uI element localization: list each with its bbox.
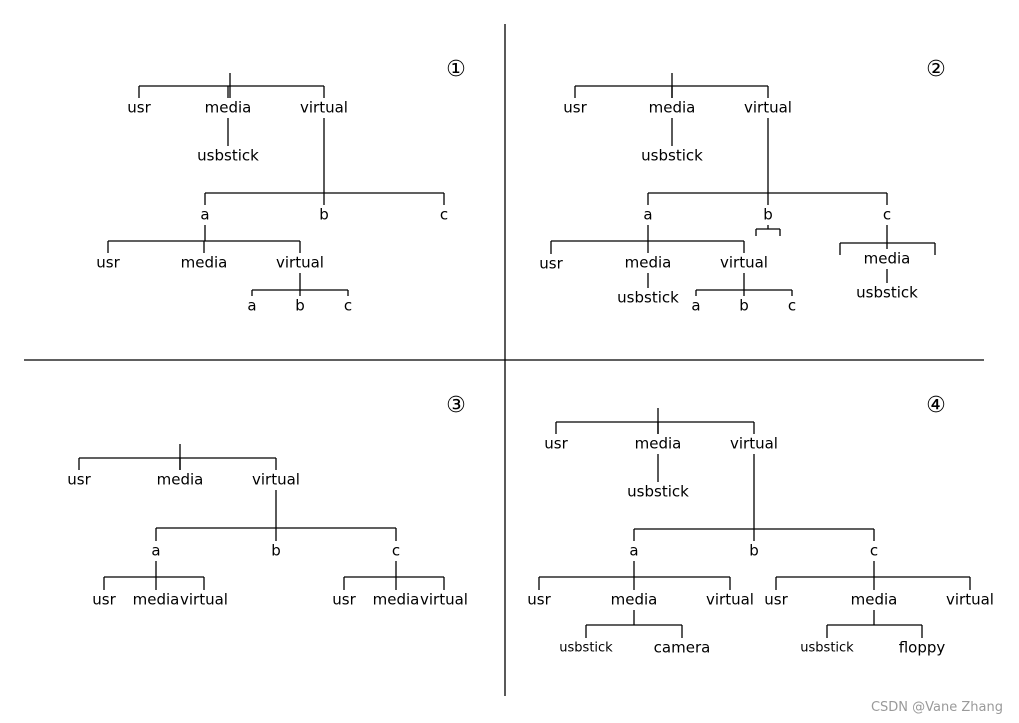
node-a: a	[643, 206, 652, 224]
node-a-usr: usr	[96, 254, 120, 272]
node-b: b	[319, 206, 329, 224]
node-av-a: a	[691, 297, 700, 315]
node-usbstick: usbstick	[197, 147, 259, 165]
node-media: media	[635, 435, 682, 453]
node-a-virtual: virtual	[180, 591, 228, 609]
node-cm-usbstick: usbstick	[856, 284, 918, 302]
node-media: media	[649, 99, 696, 117]
node-a-virtual: virtual	[720, 254, 768, 272]
node-c: c	[440, 206, 448, 224]
node-a: a	[629, 542, 638, 560]
quadrant-marker-4: ④	[926, 393, 946, 418]
node-c: c	[392, 542, 400, 560]
node-c-usr: usr	[332, 591, 356, 609]
node-a-media: media	[625, 254, 672, 272]
node-b: b	[271, 542, 281, 560]
tree-edges	[78, 73, 971, 638]
node-a-virtual: virtual	[706, 591, 754, 609]
node-a-media: media	[133, 591, 180, 609]
node-cm-usbstick: usbstick	[800, 641, 854, 656]
node-av-b: b	[295, 297, 305, 315]
node-media: media	[157, 471, 204, 489]
node-b: b	[749, 542, 759, 560]
watermark: CSDN @Vane Zhang	[870, 700, 1003, 715]
node-usr: usr	[563, 99, 587, 117]
node-usr: usr	[67, 471, 91, 489]
node-c: c	[883, 206, 891, 224]
node-usbstick: usbstick	[641, 147, 703, 165]
node-c: c	[870, 542, 878, 560]
node-media: media	[205, 99, 252, 117]
node-am-usbstick: usbstick	[617, 289, 679, 307]
node-usr: usr	[544, 435, 568, 453]
node-a-virtual: virtual	[276, 254, 324, 272]
node-a: a	[200, 206, 209, 224]
node-virtual: virtual	[744, 99, 792, 117]
node-c-virtual: virtual	[946, 591, 994, 609]
node-cm-floppy: floppy	[899, 639, 946, 657]
node-c-media: media	[851, 591, 898, 609]
node-virtual: virtual	[252, 471, 300, 489]
node-av-b: b	[739, 297, 749, 315]
node-a: a	[151, 542, 160, 560]
node-am-camera: camera	[654, 639, 711, 657]
node-am-usbstick: usbstick	[559, 641, 613, 656]
node-c-media: media	[864, 250, 911, 268]
node-av-a: a	[247, 297, 256, 315]
node-a-media: media	[181, 254, 228, 272]
node-c-virtual: virtual	[420, 591, 468, 609]
quadrant-dividers	[24, 24, 984, 696]
quadrant-marker-2: ②	[926, 57, 946, 82]
node-a-usr: usr	[527, 591, 551, 609]
node-c-usr: usr	[764, 591, 788, 609]
node-b: b	[763, 206, 773, 224]
node-virtual: virtual	[300, 99, 348, 117]
quadrant-marker-1: ①	[446, 57, 466, 82]
quadrant-marker-3: ③	[446, 393, 466, 418]
node-a-usr: usr	[539, 255, 563, 273]
node-a-usr: usr	[92, 591, 116, 609]
node-a-media: media	[611, 591, 658, 609]
node-virtual: virtual	[730, 435, 778, 453]
node-av-c: c	[344, 297, 352, 315]
node-av-c: c	[788, 297, 796, 315]
node-c-media: media	[373, 591, 420, 609]
node-usr: usr	[127, 99, 151, 117]
node-usbstick: usbstick	[627, 483, 689, 501]
